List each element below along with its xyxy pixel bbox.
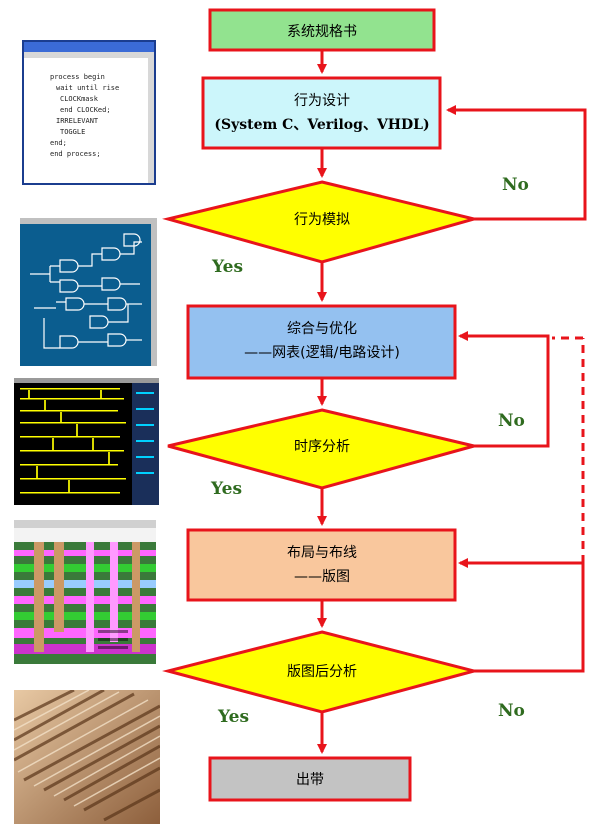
synthesis-label: 综合与优化	[287, 321, 357, 337]
no-label-behavior: No	[502, 175, 529, 195]
code-editor-thumbnail: process begin wait until rise CLOCKmask …	[22, 40, 156, 185]
chip-photo-thumbnail	[14, 690, 160, 824]
behavior-design-label: 行为设计	[294, 93, 350, 109]
code-line: CLOCKmask	[60, 95, 98, 103]
post-layout-decision	[162, 630, 480, 714]
code-line: end CLOCKed;	[60, 106, 111, 114]
behavior-langs-label: (System C、Verilog、VHDL)	[214, 117, 429, 133]
yes-label-timing: Yes	[210, 479, 242, 499]
code-line: end process;	[50, 150, 101, 158]
place-route-node	[186, 528, 457, 602]
behavior-sim-decision	[162, 180, 480, 264]
code-line: TOGGLE	[60, 128, 86, 136]
code-line: end;	[50, 139, 67, 147]
timing-decision	[167, 408, 475, 490]
timing-drawing	[14, 378, 159, 505]
feedback-arrows	[446, 105, 587, 673]
code-line: wait until rise	[56, 84, 120, 92]
synthesis-node	[186, 304, 457, 380]
layout-drawing	[14, 520, 156, 664]
timing-label: 时序分析	[294, 439, 350, 455]
behavior-design-node	[201, 76, 442, 150]
code-line: process begin	[50, 73, 105, 81]
yes-label-behavior: Yes	[211, 257, 243, 277]
chip-drawing	[14, 690, 160, 824]
spec-node	[208, 8, 436, 52]
spec-label: 系统规格书	[287, 24, 357, 40]
timing-analysis-thumbnail	[14, 378, 159, 505]
yes-label-post-layout: Yes	[217, 707, 249, 727]
netlist-label: ——网表(逻辑/电路设计)	[244, 345, 400, 361]
no-label-timing: No	[498, 411, 525, 431]
logic-schematic-thumbnail	[20, 218, 157, 366]
no-label-post-layout: No	[498, 701, 525, 721]
tapeout-label: 出带	[296, 772, 324, 788]
tapeout-node	[208, 756, 412, 802]
code-line: IRRELEVANT	[56, 117, 99, 125]
behavior-sim-label: 行为模拟	[294, 212, 350, 228]
layout-label: ——版图	[294, 569, 350, 585]
schematic-drawing	[20, 218, 157, 366]
place-route-label: 布局与布线	[287, 545, 357, 561]
post-layout-label: 版图后分析	[287, 664, 357, 680]
layout-view-thumbnail	[14, 520, 156, 664]
